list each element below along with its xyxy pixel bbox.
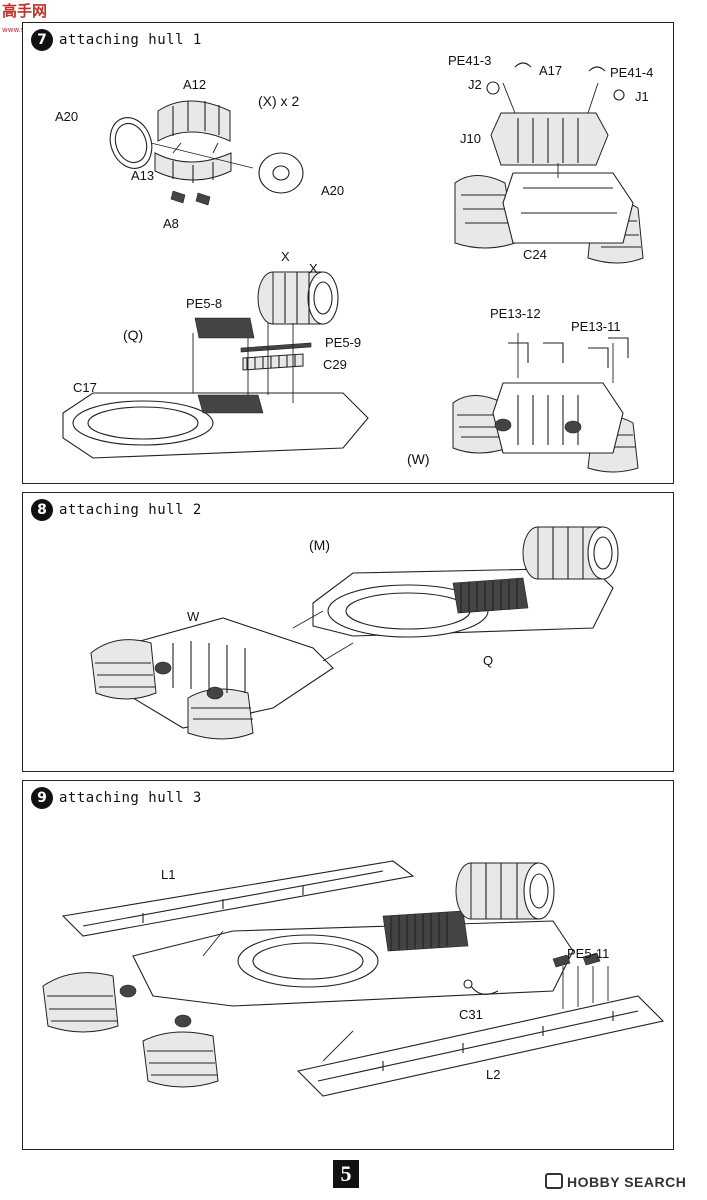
watermark-logo: 高手网 [2, 2, 48, 20]
label-a13: A13 [131, 168, 155, 183]
label-a20-left: A20 [55, 109, 79, 124]
label-a20-right: A20 [321, 183, 345, 198]
step-9-number: 9 [31, 787, 53, 809]
label-j2: J2 [468, 77, 482, 92]
step-7-title: attaching hull 1 [59, 32, 202, 48]
label-j1: J1 [635, 89, 649, 104]
label-c31: C31 [459, 1007, 483, 1022]
step-7-header: 7 attaching hull 1 [31, 29, 202, 51]
label-j10: J10 [460, 131, 481, 146]
label-w: W [187, 609, 200, 624]
label-c17: C17 [73, 380, 97, 395]
step-9-header: 9 attaching hull 3 [31, 787, 202, 809]
step-8-number: 8 [31, 499, 53, 521]
page-number: 5 [333, 1160, 359, 1188]
label-a8: A8 [163, 216, 179, 231]
label-x-2: X [309, 261, 318, 276]
step-8-panel: 8 attaching hull 2 (M) W Q [22, 492, 674, 772]
label-x-times: (X) x 2 [258, 93, 300, 109]
step-8-drawing [90, 526, 619, 740]
brand-watermark: HOBBY SEARCH [545, 1173, 686, 1190]
hobby-search-logo-icon [545, 1173, 563, 1189]
label-a17: A17 [539, 63, 563, 78]
label-pe13-11: PE13-11 [571, 319, 621, 334]
label-pe41-3: PE41-3 [448, 53, 492, 68]
step-9-title: attaching hull 3 [59, 790, 202, 806]
label-pe5-11: PE5-11 [567, 946, 610, 961]
step-9-drawing [42, 860, 665, 1097]
step-7-number: 7 [31, 29, 53, 51]
label-a12: A12 [183, 77, 207, 92]
label-q: Q [483, 653, 494, 668]
label-pe5-8: PE5-8 [186, 296, 223, 311]
label-c29: C29 [323, 357, 347, 372]
label-pe13-12: PE13-12 [490, 306, 541, 321]
label-pe5-9: PE5-9 [325, 335, 362, 350]
label-w-ref: (W) [407, 451, 430, 467]
label-c24: C24 [523, 247, 547, 262]
label-pe41-4: PE41-4 [610, 65, 654, 80]
label-l1: L1 [161, 867, 176, 882]
label-m-ref: (M) [309, 537, 330, 553]
label-x-1: X [281, 249, 290, 264]
label-l2: L2 [486, 1067, 501, 1082]
step-7-drawing [62, 62, 644, 473]
label-q-ref: (Q) [123, 327, 144, 343]
step-8-title: attaching hull 2 [59, 502, 202, 518]
step-9-panel: 9 attaching hull 3 [22, 780, 674, 1150]
step-7-panel: 7 attaching hull 1 [22, 22, 674, 484]
brand-text: HOBBY SEARCH [567, 1174, 687, 1190]
step-8-header: 8 attaching hull 2 [31, 499, 202, 521]
